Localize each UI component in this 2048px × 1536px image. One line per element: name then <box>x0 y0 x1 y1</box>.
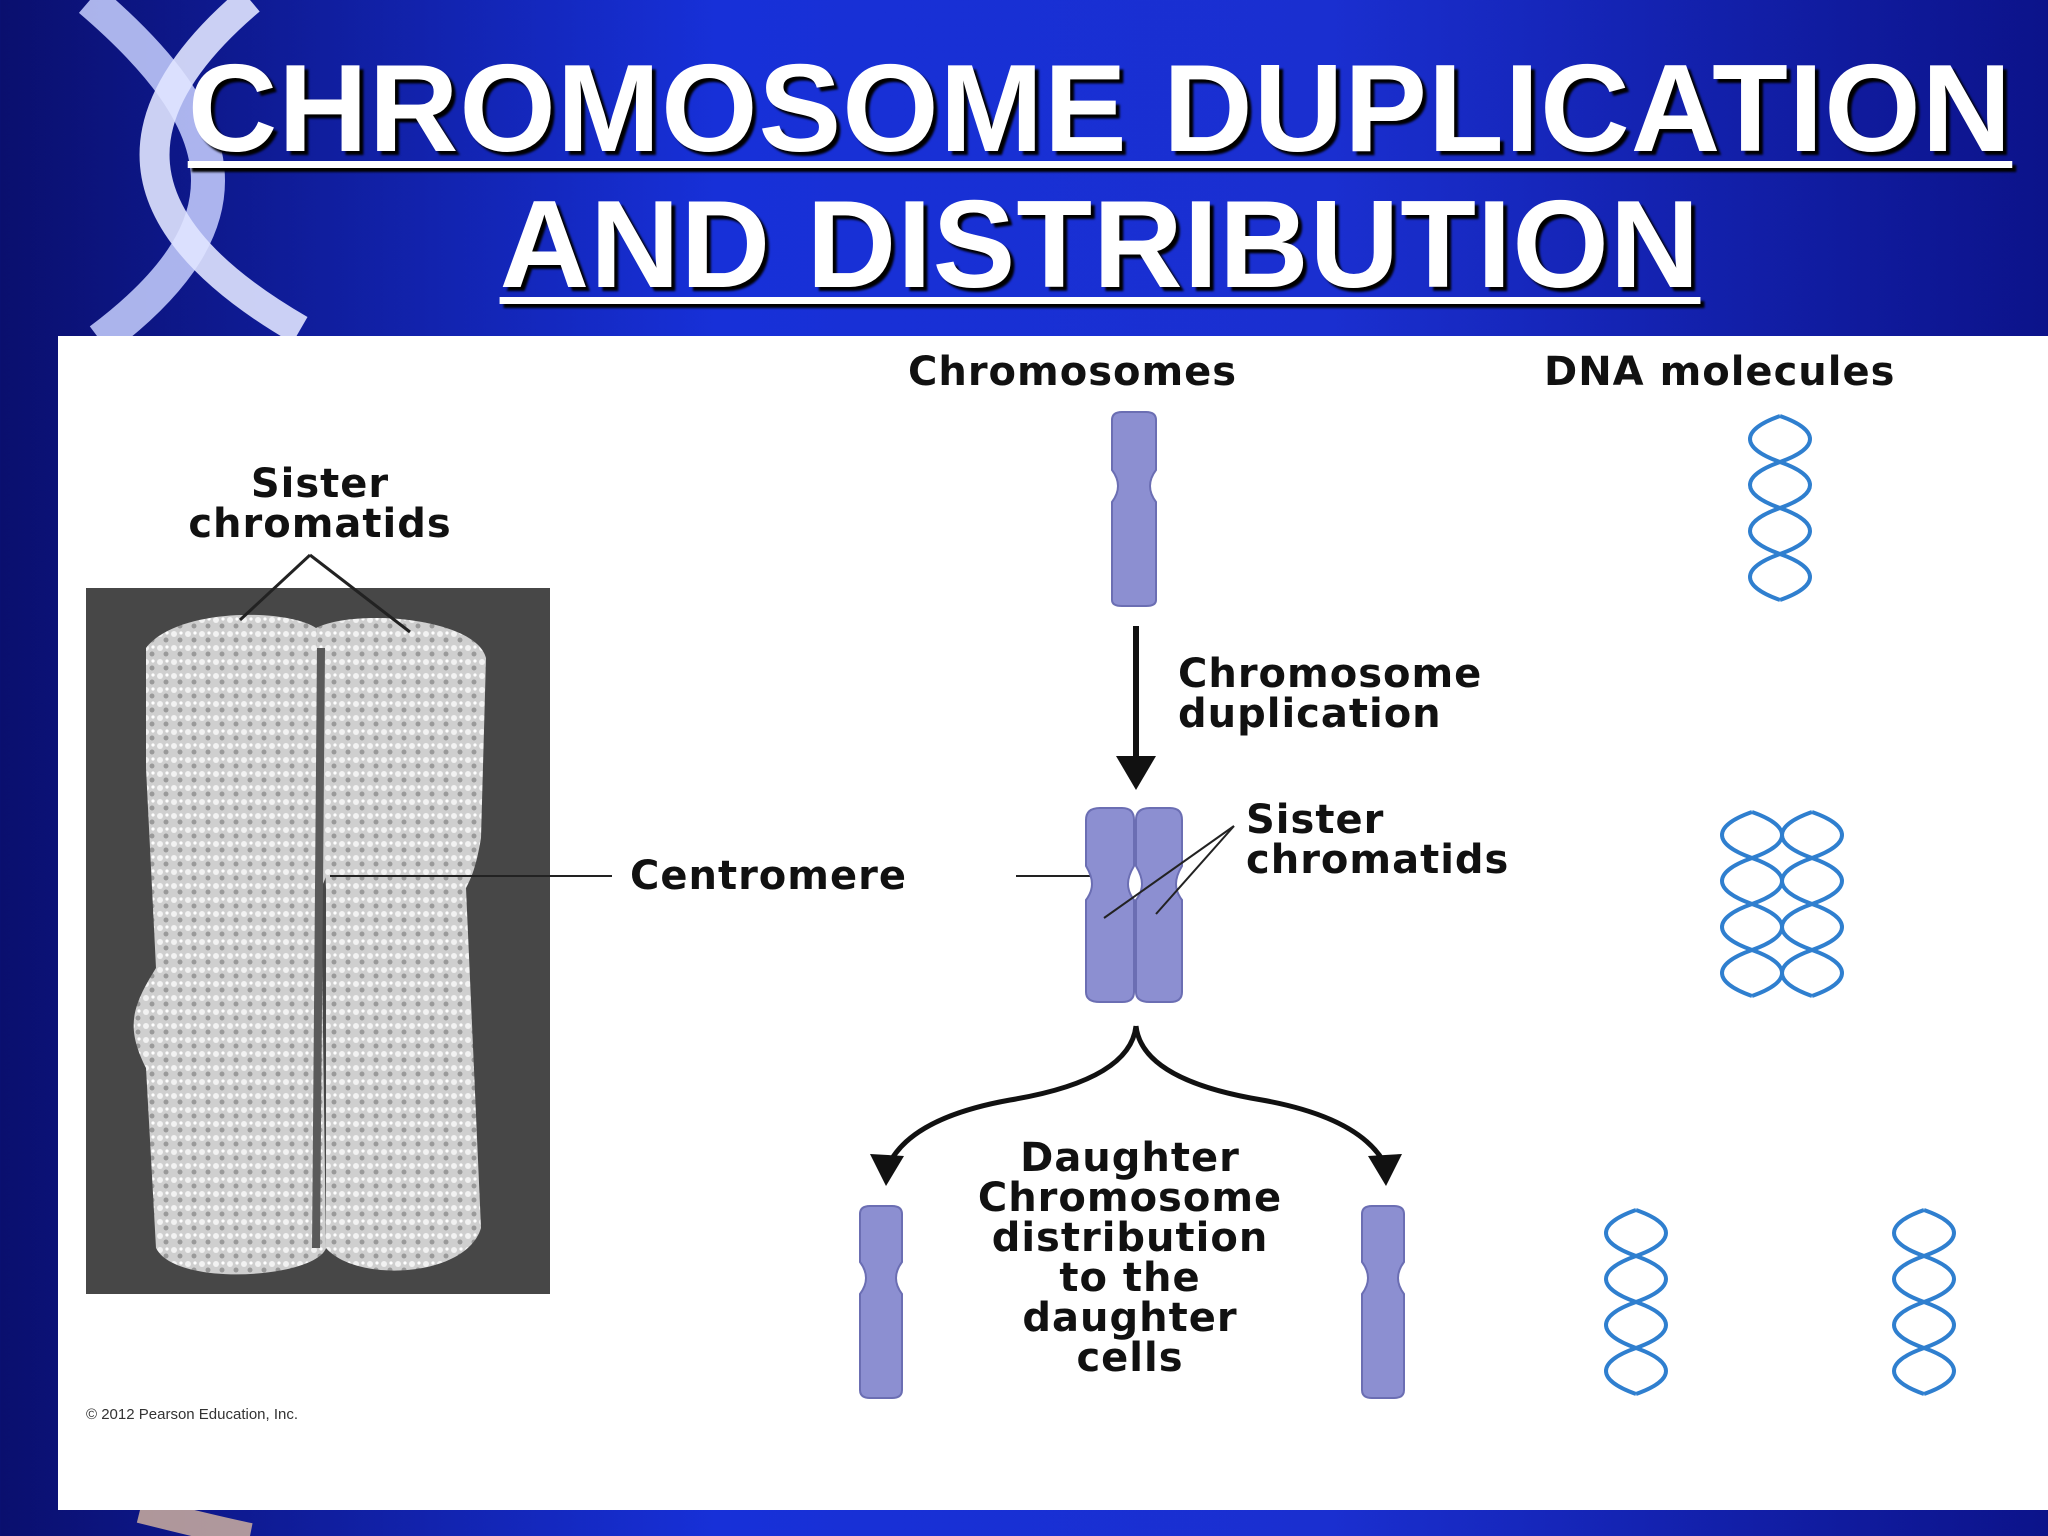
step-duplication-line1: Chromosome <box>1178 651 1483 697</box>
step-distribution-line4: to the <box>1059 1255 1201 1301</box>
step-distribution-line1: Daughter <box>1020 1135 1240 1181</box>
slide-title-line2: AND DISTRIBUTION <box>499 176 1701 314</box>
sister-chromatids-label-line2: chromatids <box>1246 837 1510 883</box>
column-header-chromosomes: Chromosomes <box>908 349 1238 395</box>
distribution-arrowhead-right <box>1368 1154 1402 1186</box>
distribution-arrowhead-left <box>870 1154 904 1186</box>
photo-sister-label-2: chromatids <box>188 501 452 547</box>
dna-helix-duplicated-left <box>1720 810 1784 998</box>
sister-leader <box>1155 825 1235 915</box>
step-distribution-line5: daughter <box>1022 1295 1238 1341</box>
chromosome-micrograph <box>86 588 550 1294</box>
sister-chromatid-right <box>1135 807 1183 1003</box>
dna-helix-daughter-left <box>1604 1208 1668 1396</box>
leader-line <box>238 553 312 622</box>
chromosome-single <box>1111 411 1157 607</box>
slide-title-line1: CHROMOSOME DUPLICATION <box>187 40 2013 178</box>
step-distribution-line3: distribution <box>991 1215 1269 1261</box>
step-distribution-line2: Chromosome <box>977 1175 1283 1221</box>
leader-line <box>309 553 411 634</box>
centromere-label: Centromere <box>630 853 907 899</box>
dna-helix-top <box>1748 414 1812 602</box>
photo-sister-label-1: Sister <box>250 461 390 507</box>
micrograph-image <box>86 588 550 1294</box>
column-header-dna-molecules: DNA molecules <box>1544 349 1896 395</box>
daughter-chromosome-right <box>1361 1205 1405 1399</box>
sister-chromatid-left <box>1085 807 1135 1003</box>
dna-helix-daughter-right <box>1892 1208 1956 1396</box>
sister-leader <box>1103 825 1235 919</box>
distribution-arrow-left <box>885 1025 1139 1168</box>
dna-helix-duplicated-right <box>1780 810 1844 998</box>
copyright-notice: © 2012 Pearson Education, Inc. <box>86 1406 299 1423</box>
daughter-chromosome-left <box>859 1205 903 1399</box>
sister-chromatids-label-line1: Sister <box>1246 797 1385 843</box>
step-duplication-line2: duplication <box>1178 691 1442 737</box>
duplication-arrowhead <box>1116 756 1156 790</box>
step-distribution-line6: cells <box>1076 1335 1184 1381</box>
distribution-arrow-right <box>1133 1025 1389 1168</box>
